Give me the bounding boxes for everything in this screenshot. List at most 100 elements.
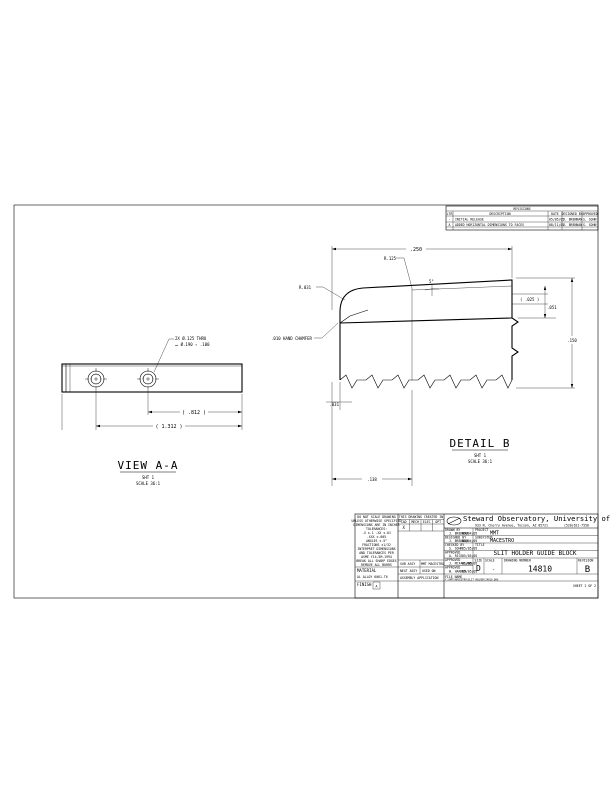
hole-note-line-2: ⌴ Ø.190 ▿ .100: [175, 342, 210, 347]
svg-text:CAD: CAD: [401, 520, 407, 524]
dim-025: ( .025 ): [520, 297, 539, 302]
svg-text:APPROVED: APPROVED: [445, 558, 460, 562]
svg-text:ELEC: ELEC: [423, 520, 431, 524]
revision-value: B: [585, 565, 590, 575]
dim-1312: ( 1.312 ): [155, 424, 182, 430]
used-on-label: USED ON: [422, 569, 436, 573]
sheet-number: SHEET 2 OF 2: [573, 584, 596, 588]
dim-031: .031: [329, 402, 339, 407]
scale-label: SCALE: [485, 559, 495, 563]
svg-text:J. BRENNAN: J. BRENNAN: [449, 539, 468, 543]
svg-text:05/05/05: 05/05/05: [462, 562, 477, 566]
svg-text:REMOVE ALL BURRS: REMOVE ALL BURRS: [361, 563, 392, 567]
rev-header-ltr: LTR: [447, 212, 453, 216]
svg-text:DO NOT SCALE DRAWING: DO NOT SCALE DRAWING: [357, 515, 395, 519]
hole-note-line-1: 2X Ø.125 THRU: [175, 336, 207, 341]
dim-250: .250: [410, 247, 422, 253]
svg-text:APPROVED: APPROVED: [445, 551, 460, 555]
dim-138: .138: [367, 477, 377, 482]
next-assy-label: NEXT ASSY: [400, 569, 417, 573]
svg-text:05/04/05: 05/04/05: [462, 532, 477, 536]
rev-row-1-desc: INITIAL RELEASE: [455, 218, 484, 222]
rev-row-1-date: 05/05/05: [549, 218, 564, 222]
svg-text:INTERPRET DIMENSIONS: INTERPRET DIMENSIONS: [357, 547, 395, 551]
svg-text:W. HARNER: W. HARNER: [449, 570, 466, 574]
detail-b-title: DETAIL B: [450, 437, 511, 450]
svg-text:UNLESS OTHERWISE SPECIFIED: UNLESS OTHERWISE SPECIFIED: [352, 519, 402, 523]
detail-b-scale: SCALE 36:1: [468, 459, 493, 464]
svg-text:.XXX ±.005: .XXX ±.005: [367, 535, 386, 539]
svg-text:DESIGNED BY: DESIGNED BY: [445, 536, 466, 540]
rev-header-approved: APPROVED: [582, 212, 597, 216]
subsystem-value: MACESTRO: [490, 538, 514, 544]
dwg-number-label: DRAWING NUMBER: [504, 559, 531, 563]
project-label: PROJECT: [475, 528, 489, 532]
svg-text:05/04/05: 05/04/05: [462, 539, 477, 543]
title-label: TITLE: [475, 543, 485, 547]
break-line: [339, 374, 513, 389]
svg-text:MECH: MECH: [411, 520, 419, 524]
size-value: D: [476, 564, 481, 573]
hand-chamfer-note: .010 HAND CHAMFER: [271, 336, 313, 341]
svg-text:05/05/05: 05/05/05: [462, 570, 477, 574]
rev-row-2-ltr: A: [449, 223, 451, 227]
svg-text:J. BRENNAN: J. BRENNAN: [449, 532, 468, 536]
sub-assy-label: SUB ASSY: [400, 562, 415, 566]
rev-header-designed: DESIGNED BY: [561, 212, 582, 216]
sheet-border: [13, 204, 599, 599]
svg-text:BREAK ALL SHARP EDGES: BREAK ALL SHARP EDGES: [356, 559, 396, 563]
svg-text:OPT: OPT: [435, 520, 441, 524]
rev-row-2-date: 08/11/05: [549, 223, 564, 227]
dim-051: .051: [547, 305, 557, 310]
svg-text:J. MCFARLAND: J. MCFARLAND: [449, 562, 472, 566]
svg-text:TOLERANCES:: TOLERANCES:: [366, 527, 387, 531]
rev-header-description: DESCRIPTION: [489, 212, 510, 216]
svg-text:X: X: [402, 525, 405, 530]
cad-header: THIS DRAWING CREATED IN: [399, 515, 443, 519]
subsystem-label: SUBSYSTEM: [475, 536, 492, 540]
size-label: SIZE: [475, 559, 483, 563]
svg-text:S. SOHN: S. SOHN: [449, 547, 463, 551]
view-a-a: 2X Ø.125 THRU ⌴ Ø.190 ▿ .100 ( .812 ) ( …: [61, 336, 243, 486]
file-name-label: FILE NAME: [445, 575, 462, 579]
rev-row-2-by: J. BRENNAN: [563, 223, 582, 227]
radius-125: R.125: [384, 256, 397, 261]
svg-text:.X ±.1 .XX ±.01: .X ±.1 .XX ±.01: [362, 531, 391, 535]
block-outline: [61, 363, 243, 393]
rev-row-1-appr: S. SOHN: [583, 218, 597, 222]
rev-row-2-desc: ADDED HORIZONTAL DIMENSIONS TO FACES: [455, 223, 524, 227]
detail-b: .250 R.125 R.031 5° ( .025 ) .051 .150 .: [271, 245, 581, 486]
title-block: DO NOT SCALE DRAWING UNLESS OTHERWISE SP…: [352, 513, 612, 599]
revision-block: REVISIONS LTR DESCRIPTION DATE DESIGNED …: [445, 205, 599, 231]
rev-row-2-appr: S. SOHN: [583, 223, 597, 227]
view-a-sheet: SHT 1: [142, 475, 155, 480]
dim-150: .150: [567, 338, 577, 343]
org-name: Steward Observatory, University of Arizo…: [463, 514, 612, 523]
project-value: MMT: [490, 531, 499, 537]
tolerance-notes: DO NOT SCALE DRAWING UNLESS OTHERWISE SP…: [352, 515, 402, 567]
org-address: 933 N. Cherry Avenue, Tucson, AZ 85721: [475, 524, 548, 528]
svg-text:APPROVED: APPROVED: [445, 566, 460, 570]
org-phone: (520)621-7550: [564, 524, 589, 528]
dim-812: ( .812 ): [182, 410, 206, 416]
view-a-title: VIEW A-A: [118, 459, 179, 472]
rev-header-date: DATE: [551, 212, 559, 216]
detail-b-sheet: SHT 1: [474, 453, 487, 458]
revisions-title: REVISIONS: [513, 207, 530, 211]
angle-5deg: 5°: [429, 279, 434, 284]
dwg-number: 14810: [528, 565, 552, 574]
scale-value: -: [492, 567, 495, 573]
svg-text:DRAWN BY: DRAWN BY: [445, 528, 460, 532]
svg-text:A. RICE: A. RICE: [449, 554, 463, 558]
svg-text:ANGLES ±.5°: ANGLES ±.5°: [366, 539, 387, 543]
svg-text:FRACTIONS ±1/32: FRACTIONS ±1/32: [362, 543, 391, 547]
radius-031: R.031: [299, 285, 312, 290]
assembly-app-label: ASSEMBLY APPLICATION: [400, 576, 438, 580]
rev-row-1-ltr: -: [449, 218, 451, 222]
material-label: MATERIAL: [357, 568, 377, 573]
finish-label: FINISH: [357, 582, 372, 587]
rev-row-1-by: J. BRENNAN: [563, 218, 582, 222]
svg-text:05/05/05: 05/05/05: [462, 547, 477, 551]
svg-text:A: A: [376, 585, 378, 589]
